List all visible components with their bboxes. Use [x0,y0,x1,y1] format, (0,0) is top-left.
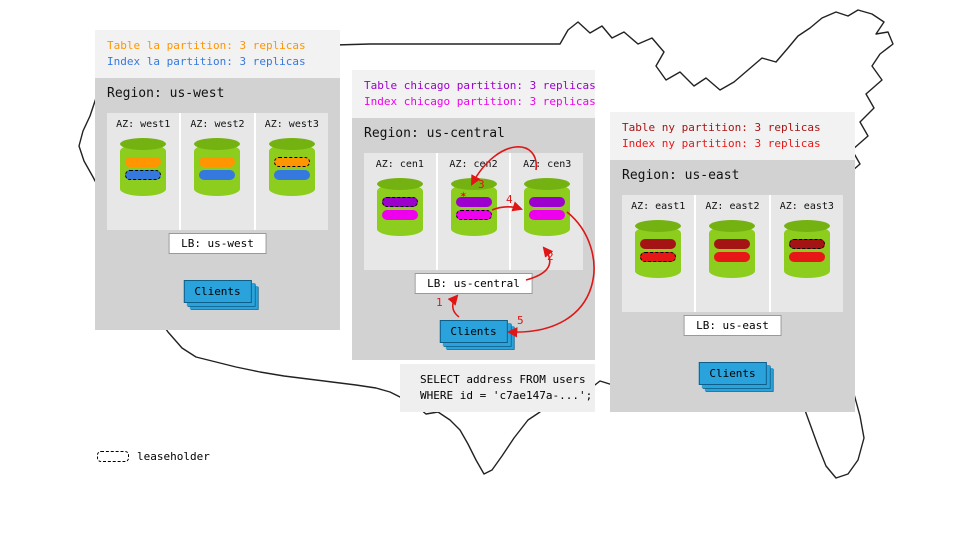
table-replica-bar-leaseholder [273,157,310,167]
caption-us-central: Table chicago partition: 3 replicas Inde… [352,70,596,118]
az-cen1: AZ: cen1 [364,153,436,270]
index-replica-bar [273,170,310,180]
index-replica-bar [199,170,236,180]
cylinder-body [635,226,682,278]
cylinder-body [709,226,756,278]
leaseholder-swatch-icon [97,451,129,462]
region-panel-us-central: Region: us-central AZ: cen1 AZ: cen2 [352,118,595,360]
cylinder-body [194,144,241,196]
cylinder-body [524,184,571,236]
cylinder-top [268,138,315,150]
caption-index-line: Index ny partition: 3 replicas [622,137,821,150]
index-replica-bar [714,252,751,262]
db-cylinder-east3 [783,220,830,278]
cylinder-body [268,144,315,196]
index-replica-bar [788,252,825,262]
az-west1: AZ: west1 [107,113,180,230]
db-cylinder-east1 [635,220,682,278]
az-cen2: AZ: cen2 [437,153,510,270]
clients-box-us-central: Clients [439,320,508,343]
cylinder-top [120,138,167,150]
cylinder-body [450,184,497,236]
table-replica-bar [455,197,492,207]
az-label: AZ: east3 [779,201,834,212]
region-title-us-central: Region: us-central [364,126,505,141]
az-label: AZ: west3 [264,119,319,130]
legend: leaseholder [97,450,210,463]
az-cen3: AZ: cen3 [511,153,584,270]
region-panel-us-east: Region: us-east AZ: east1 AZ: east2 [610,160,855,412]
caption-table-line: Table ny partition: 3 replicas [622,121,821,134]
az-label: AZ: cen3 [523,159,572,170]
sql-line-1: SELECT address FROM users [420,373,586,386]
table-replica-bar [125,157,162,167]
cylinder-body [376,184,423,236]
load-balancer-us-east: LB: us-east [683,315,782,336]
db-cylinder-west3 [268,138,315,196]
db-cylinder-west1 [120,138,167,196]
region-title-us-west: Region: us-west [107,86,225,101]
cylinder-top [783,220,830,232]
az-label: AZ: cen1 [375,159,424,170]
az-east1: AZ: east1 [622,195,695,312]
clients-box-us-east: Clients [698,362,767,385]
caption-table-line: Table la partition: 3 replicas [107,39,306,52]
cylinder-top [450,178,497,190]
az-west3: AZ: west3 [255,113,328,230]
caption-us-east: Table ny partition: 3 replicas Index ny … [610,112,855,160]
caption-index-line: Index la partition: 3 replicas [107,55,306,68]
index-replica-bar [529,210,566,220]
cylinder-body [120,144,167,196]
db-cylinder-cen1 [376,178,423,236]
index-replica-bar-leaseholder [640,252,677,262]
db-cylinder-cen2 [450,178,497,236]
caption-us-west: Table la partition: 3 replicas Index la … [95,30,340,78]
cylinder-top [194,138,241,150]
table-replica-bar [529,197,566,207]
db-cylinder-cen3 [524,178,571,236]
cylinder-top [376,178,423,190]
cylinder-top [709,220,756,232]
index-replica-bar-leaseholder [455,210,492,220]
az-row-us-east: AZ: east1 AZ: east2 [622,195,843,312]
az-label: AZ: west1 [116,119,171,130]
az-east2: AZ: east2 [696,195,769,312]
table-replica-bar-leaseholder [381,197,418,207]
region-panel-us-west: Region: us-west AZ: west1 AZ: west2 [95,78,340,330]
table-replica-bar [640,239,677,249]
cylinder-top [524,178,571,190]
sql-line-2: WHERE id = 'c7ae147a-...'; [420,389,593,402]
load-balancer-us-central: LB: us-central [414,273,533,294]
index-replica-bar [381,210,418,220]
az-label: AZ: east1 [631,201,686,212]
az-east3: AZ: east3 [770,195,843,312]
az-west2: AZ: west2 [181,113,254,230]
clients-box-us-west: Clients [183,280,252,303]
table-replica-bar [714,239,751,249]
caption-table-line: Table chicago partition: 3 replicas [364,79,596,92]
az-row-us-central: AZ: cen1 AZ: cen2 [364,153,584,270]
cylinder-top [635,220,682,232]
caption-index-line: Index chicago partition: 3 replicas [364,95,596,108]
db-cylinder-east2 [709,220,756,278]
load-balancer-us-west: LB: us-west [168,233,267,254]
az-label: AZ: west2 [190,119,245,130]
legend-label: leaseholder [137,450,210,463]
az-label: AZ: east2 [705,201,760,212]
sql-query-text: SELECT address FROM users WHERE id = 'c7… [400,364,595,412]
index-replica-bar-leaseholder [125,170,162,180]
region-title-us-east: Region: us-east [622,168,740,183]
cylinder-body [783,226,830,278]
az-row-us-west: AZ: west1 AZ: west2 [107,113,328,230]
table-replica-bar [199,157,236,167]
az-label: AZ: cen2 [449,159,498,170]
table-replica-bar-leaseholder [788,239,825,249]
db-cylinder-west2 [194,138,241,196]
